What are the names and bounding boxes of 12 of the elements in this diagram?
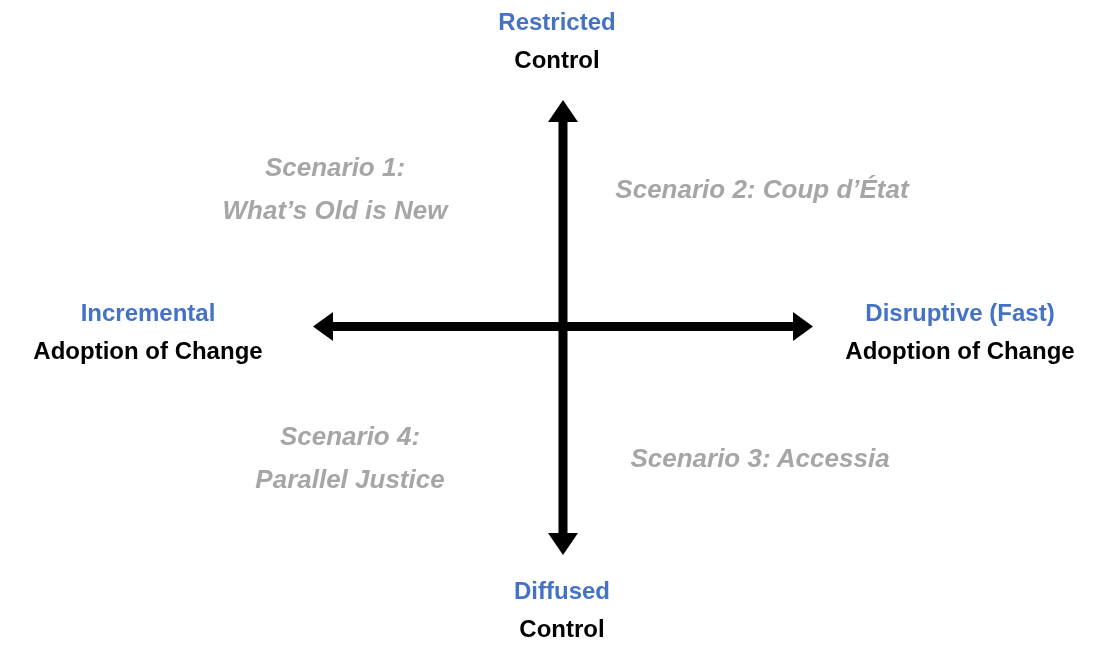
scenario-label: Scenario 1: What’s Old is New — [221, 151, 450, 227]
axis-label: Adoption of Change — [32, 336, 264, 367]
scenario-label: Scenario 3: Accessia — [629, 441, 891, 475]
pole-label: Incremental — [79, 298, 217, 329]
axis-label: Control — [518, 614, 606, 645]
axis-label: Adoption of Change — [844, 336, 1076, 367]
scenario-label: Scenario 4: Parallel Justice — [254, 420, 446, 496]
pole-label: Diffused — [513, 576, 611, 607]
axis-label: Control — [513, 45, 601, 76]
pole-label: Restricted — [497, 7, 617, 38]
scenario-label: Scenario 2: Coup d’État — [614, 172, 911, 206]
pole-label: Disruptive (Fast) — [864, 298, 1056, 329]
